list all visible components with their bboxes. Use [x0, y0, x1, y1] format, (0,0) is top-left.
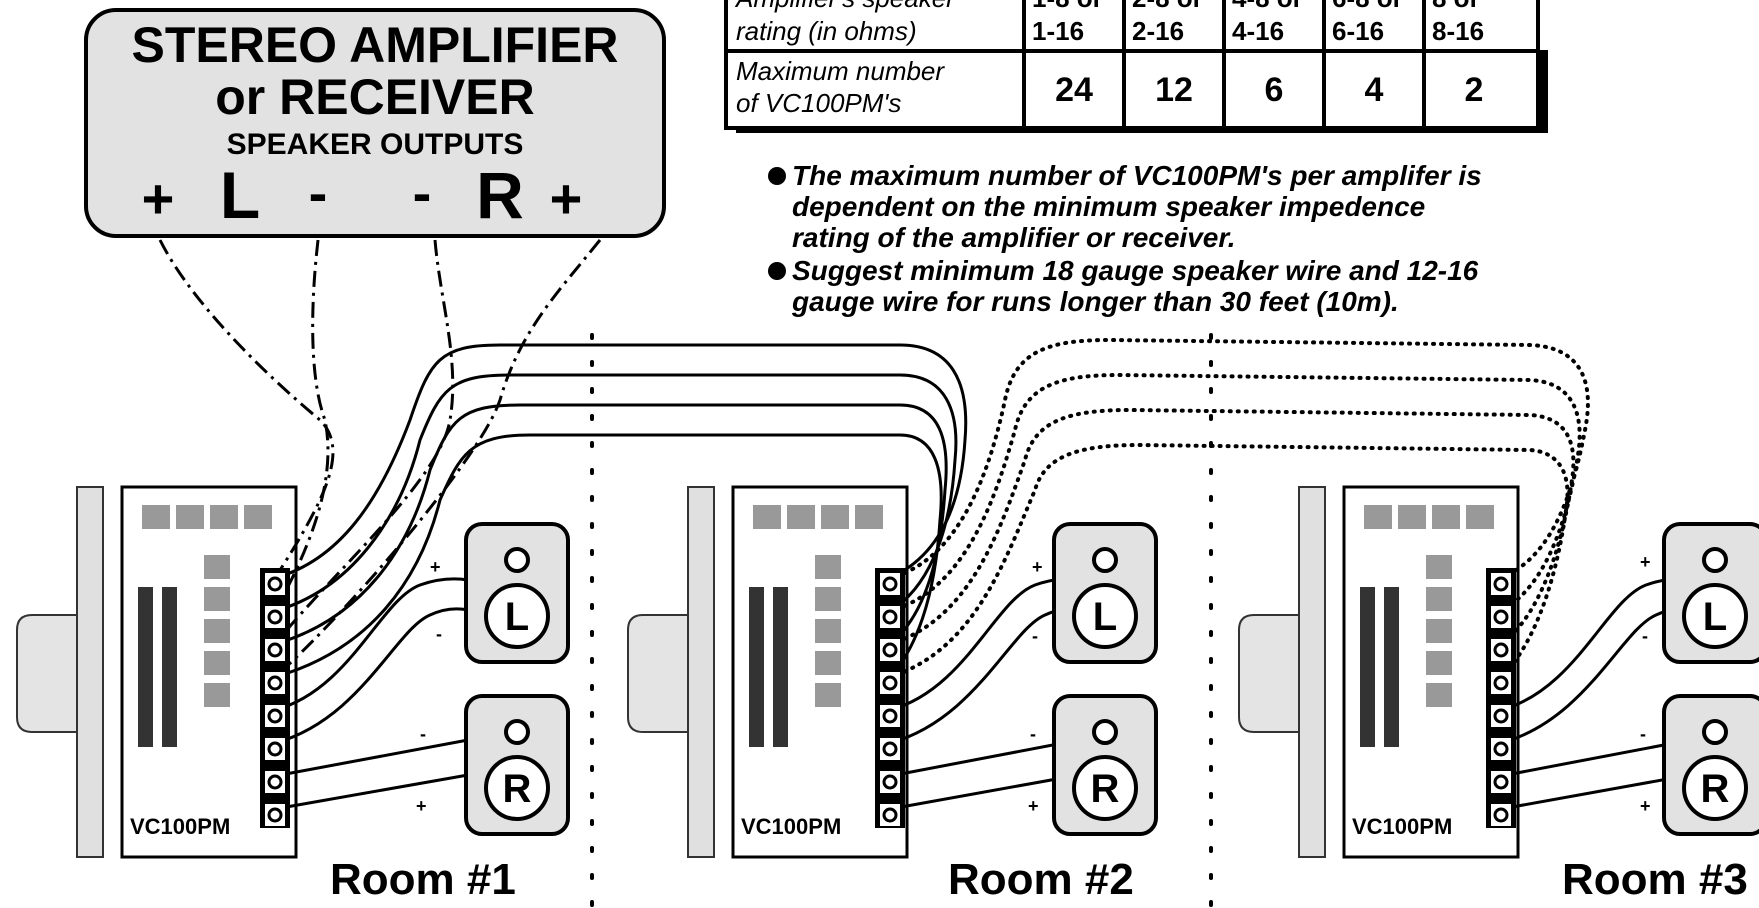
table-row2-label-line2: of VC100PM's — [736, 88, 901, 118]
room3-left-speaker-label: L — [1703, 595, 1727, 639]
terminal-left-label: L — [220, 158, 260, 232]
note1-line3: rating of the amplifier or receiver. — [792, 222, 1235, 253]
amplifier-title: STEREO AMPLIFIER — [131, 17, 618, 73]
table-rating-3: 4-16 — [1232, 16, 1284, 46]
amplifier-box — [84, 8, 666, 238]
room2-terminal-block — [873, 566, 907, 830]
table-max-1: 24 — [1055, 71, 1093, 109]
room1-label: Room #1 — [330, 855, 516, 904]
table-max-3: 6 — [1265, 71, 1284, 109]
room3-left-minus: - — [1642, 626, 1648, 646]
room2-label: Room #2 — [948, 855, 1134, 904]
note1-line2: dependent on the minimum speaker impeden… — [792, 191, 1425, 222]
table-rating-top-4: 6-8 or — [1332, 0, 1403, 13]
table-rating-2: 2-16 — [1132, 16, 1184, 46]
table-max-2: 12 — [1155, 71, 1193, 109]
room3-right-speaker — [1662, 694, 1759, 836]
room2-right-plus: + — [1028, 796, 1039, 816]
amplifier-subtitle: or RECEIVER — [215, 69, 535, 125]
room1-left-speaker — [464, 522, 570, 664]
room1-left-plus: + — [430, 557, 441, 577]
table-rating-1: 1-16 — [1032, 16, 1084, 46]
room3-right-minus: - — [1640, 724, 1646, 744]
daisy-chain-wires-1-2 — [274, 343, 968, 679]
room1-left-speaker-label: L — [505, 595, 529, 639]
room2-controller — [626, 485, 909, 859]
note-bullet-1 — [768, 167, 786, 185]
speaker-outputs-label: SPEAKER OUTPUTS — [227, 128, 524, 161]
table-max-4: 4 — [1365, 71, 1384, 109]
table-rating-4: 6-16 — [1332, 16, 1384, 46]
room3-model-label: VC100PM — [1352, 814, 1452, 839]
table-row1-label-line1: Amplifier's speaker — [734, 0, 956, 13]
room1-right-speaker — [464, 694, 570, 836]
room3-terminal-block — [1484, 566, 1518, 830]
table-rating-top-1: 1-8 or — [1032, 0, 1103, 13]
terminal-right-minus: - — [413, 161, 432, 224]
terminal-left-plus: + — [142, 167, 175, 230]
note-bullet-2 — [768, 262, 786, 280]
table-row2-label-line1: Maximum number — [736, 56, 945, 86]
terminal-left-minus: - — [309, 161, 328, 224]
room2-model-label: VC100PM — [741, 814, 841, 839]
table-rating-top-5: 8 or — [1432, 0, 1480, 13]
room3-left-plus: + — [1640, 552, 1651, 572]
note2-line1: Suggest minimum 18 gauge speaker wire an… — [792, 255, 1479, 286]
room3-label: Room #3 — [1562, 855, 1748, 904]
room1-model-label: VC100PM — [130, 814, 230, 839]
table-rating-top-2: 2-8 or — [1132, 0, 1203, 13]
room1-right-minus: - — [420, 724, 426, 744]
room3-right-speaker-label: R — [1701, 767, 1730, 811]
room2-left-speaker — [1052, 522, 1158, 664]
room1-left-minus: - — [436, 624, 442, 644]
note1-line1: The maximum number of VC100PM's per ampl… — [792, 160, 1482, 191]
room2-left-plus: + — [1032, 557, 1043, 577]
terminal-right-plus: + — [550, 167, 583, 230]
room2-right-speaker-label: R — [1091, 767, 1120, 811]
room2-left-minus: - — [1032, 626, 1038, 646]
room1-terminal-block — [258, 566, 292, 830]
room3-right-plus: + — [1640, 796, 1651, 816]
room2-right-minus: - — [1030, 724, 1036, 744]
impedance-table — [724, 0, 1548, 133]
room1-right-speaker-label: R — [503, 767, 532, 811]
daisy-chain-wires-2-3 — [888, 337, 1590, 679]
note2-line2: gauge wire for runs longer than 30 feet … — [791, 286, 1399, 317]
terminal-right-label: R — [476, 158, 524, 232]
table-rating-top-3: 4-8 or — [1232, 0, 1303, 13]
room2-left-speaker-label: L — [1093, 595, 1117, 639]
table-rating-5: 8-16 — [1432, 16, 1484, 46]
table-max-5: 2 — [1465, 71, 1484, 109]
room3-left-speaker — [1662, 522, 1759, 664]
room1-right-plus: + — [416, 796, 427, 816]
table-row1-label-line2: rating (in ohms) — [736, 16, 917, 46]
room1-controller — [15, 485, 298, 859]
room2-right-speaker — [1052, 694, 1158, 836]
room3-controller — [1237, 485, 1520, 859]
